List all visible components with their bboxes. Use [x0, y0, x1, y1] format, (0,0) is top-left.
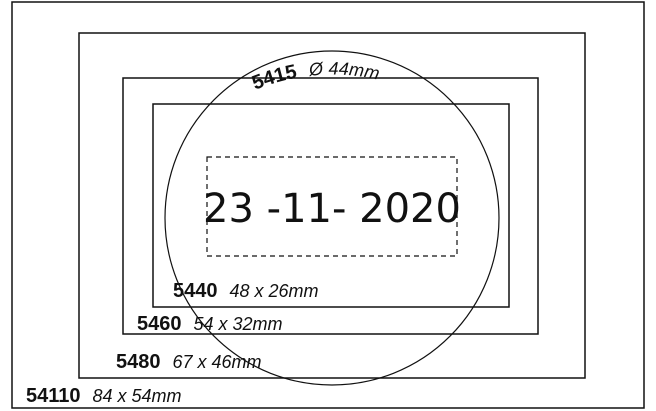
label-54110-size: 84 x 54mm	[93, 386, 182, 406]
label-5460-size: 54 x 32mm	[194, 314, 283, 334]
stamp-outline-5460	[152, 103, 510, 308]
date-text: 23 -11- 2020	[203, 186, 461, 232]
round-stamp-code: 5415	[249, 61, 299, 95]
round-stamp-outline	[164, 50, 500, 386]
label-5440-code: 5440	[173, 280, 218, 302]
label-5480-code: 5480	[116, 351, 161, 373]
label-5460: 5460 54 x 32mm	[137, 313, 283, 335]
label-5440-size: 48 x 26mm	[230, 281, 319, 301]
round-stamp-size: Ø 44mm	[307, 58, 381, 83]
label-5440: 5440 48 x 26mm	[173, 280, 319, 302]
label-54110-code: 54110	[26, 385, 81, 407]
stamp-outline-5480	[122, 77, 539, 335]
outer-frame	[11, 1, 645, 409]
label-5480-size: 67 x 46mm	[173, 352, 262, 372]
stamp-outline-54110	[78, 32, 586, 379]
date-area	[206, 156, 458, 257]
label-5480: 5480 67 x 46mm	[116, 351, 262, 373]
label-54110: 54110 84 x 54mm	[26, 385, 182, 407]
label-5460-code: 5460	[137, 313, 182, 335]
